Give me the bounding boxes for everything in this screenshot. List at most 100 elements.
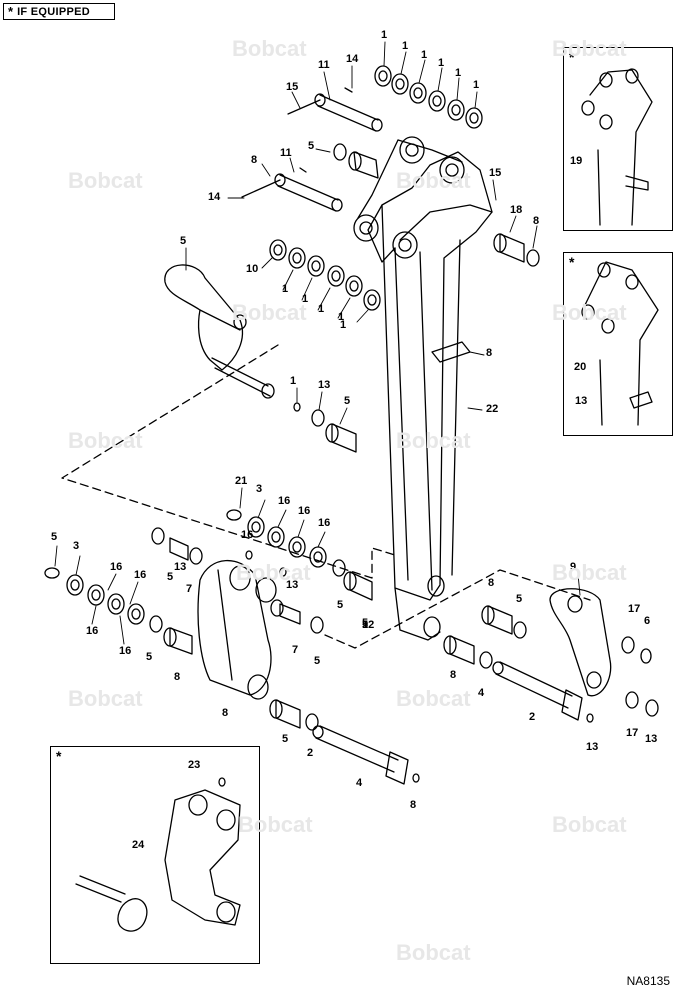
callout-1: 1 [381,29,388,41]
callout-7: 7 [186,583,193,595]
pin-upper [287,87,383,132]
callout-15: 15 [489,167,502,179]
callout-5: 5 [146,651,153,663]
callout-8: 8 [450,669,457,681]
callout-5: 5 [362,619,369,631]
callout-5: 5 [282,733,289,745]
callout-8: 8 [251,154,258,166]
callout-3: 3 [73,540,80,552]
washer-set-left [44,567,193,655]
callout-5: 5 [344,395,351,407]
callout-1: 1 [340,319,347,331]
callout-1: 1 [302,293,309,305]
inset-marker: * [56,748,62,764]
link-nine [549,588,659,717]
callout-1: 1 [438,57,445,69]
washer-stack-middle [269,239,381,311]
callout-2: 2 [529,711,536,723]
callout-12: 12 [362,619,375,631]
callout-16: 16 [241,529,254,541]
inset-three-drawing [75,777,241,932]
callout-14: 14 [346,53,359,65]
callout-21: 21 [235,475,248,487]
callout-leaders [54,41,581,645]
callout-18: 18 [510,204,523,216]
callout-1: 1 [402,40,409,52]
inset-panel-three: * [50,746,260,964]
washer-set-center [226,509,373,601]
callout-13: 13 [586,741,599,753]
inset-panel-two: * [563,252,673,436]
callout-5: 5 [516,593,523,605]
inset-marker: * [569,49,575,65]
callout-16: 16 [86,625,99,637]
callout-16: 16 [318,517,331,529]
inset-marker: * [569,254,575,270]
callout-8: 8 [486,347,493,359]
callout-1: 1 [338,311,345,323]
callout-9: 9 [570,561,577,573]
callout-5: 5 [180,235,187,247]
callout-5: 5 [362,617,369,629]
callout-1: 1 [282,283,289,295]
bushing-upper [333,143,379,179]
link-ten [164,264,275,399]
callout-11: 11 [280,147,292,159]
link-six [197,559,324,700]
callout-1: 1 [473,79,480,91]
callout-5: 5 [167,571,174,583]
pin-lower [241,167,343,212]
callout-24: 24 [132,839,145,851]
callout-16: 16 [278,495,291,507]
washer-stack-top [374,65,483,129]
callout-5: 5 [337,599,344,611]
bushing-middle [293,402,357,453]
inset-panel-one: * [563,47,673,231]
inset-two-drawing [581,261,659,426]
callout-1: 1 [290,375,297,387]
callout-11: 11 [318,59,330,71]
callout-4: 4 [478,687,485,699]
callout-13: 13 [575,395,588,407]
callout-10: 10 [246,263,259,275]
callout-4: 4 [356,777,363,789]
callout-1: 1 [455,67,462,79]
callout-8: 8 [533,215,540,227]
callout-8: 8 [410,799,417,811]
callout-14: 14 [208,191,221,203]
callout-1: 1 [421,49,428,61]
callout-13: 13 [318,379,331,391]
dashed-outline-upper [61,344,396,579]
callout-13: 13 [286,579,299,591]
callout-13: 13 [645,733,658,745]
callout-17: 17 [626,727,639,739]
callout-23: 23 [188,759,201,771]
callout-19: 19 [570,155,583,167]
callout-8: 8 [222,707,229,719]
legend-box: * IF EQUIPPED [3,3,115,20]
callout-7: 7 [292,644,299,656]
dashed-outline-lower [324,569,591,649]
callout-20: 20 [574,361,587,373]
callout-3: 3 [256,483,263,495]
callout-16: 16 [119,645,132,657]
bushing-right [493,233,540,267]
callout-8: 8 [174,671,181,683]
callout-5: 5 [308,140,315,152]
callout-5: 5 [314,655,321,667]
callout-13: 13 [174,561,187,573]
callout-22: 22 [486,403,499,415]
inset-one-drawing [581,68,653,226]
washer-set-upper-left [151,527,203,565]
callout-1: 1 [318,303,325,315]
drawing-number: NA8135 [626,974,670,988]
callout-16: 16 [134,569,147,581]
arm-assembly [353,136,493,641]
callout-6: 6 [644,615,651,627]
legend-text: IF EQUIPPED [17,5,91,18]
callout-15: 15 [286,81,299,93]
callout-2: 2 [307,747,314,759]
callout-8: 8 [488,577,495,589]
